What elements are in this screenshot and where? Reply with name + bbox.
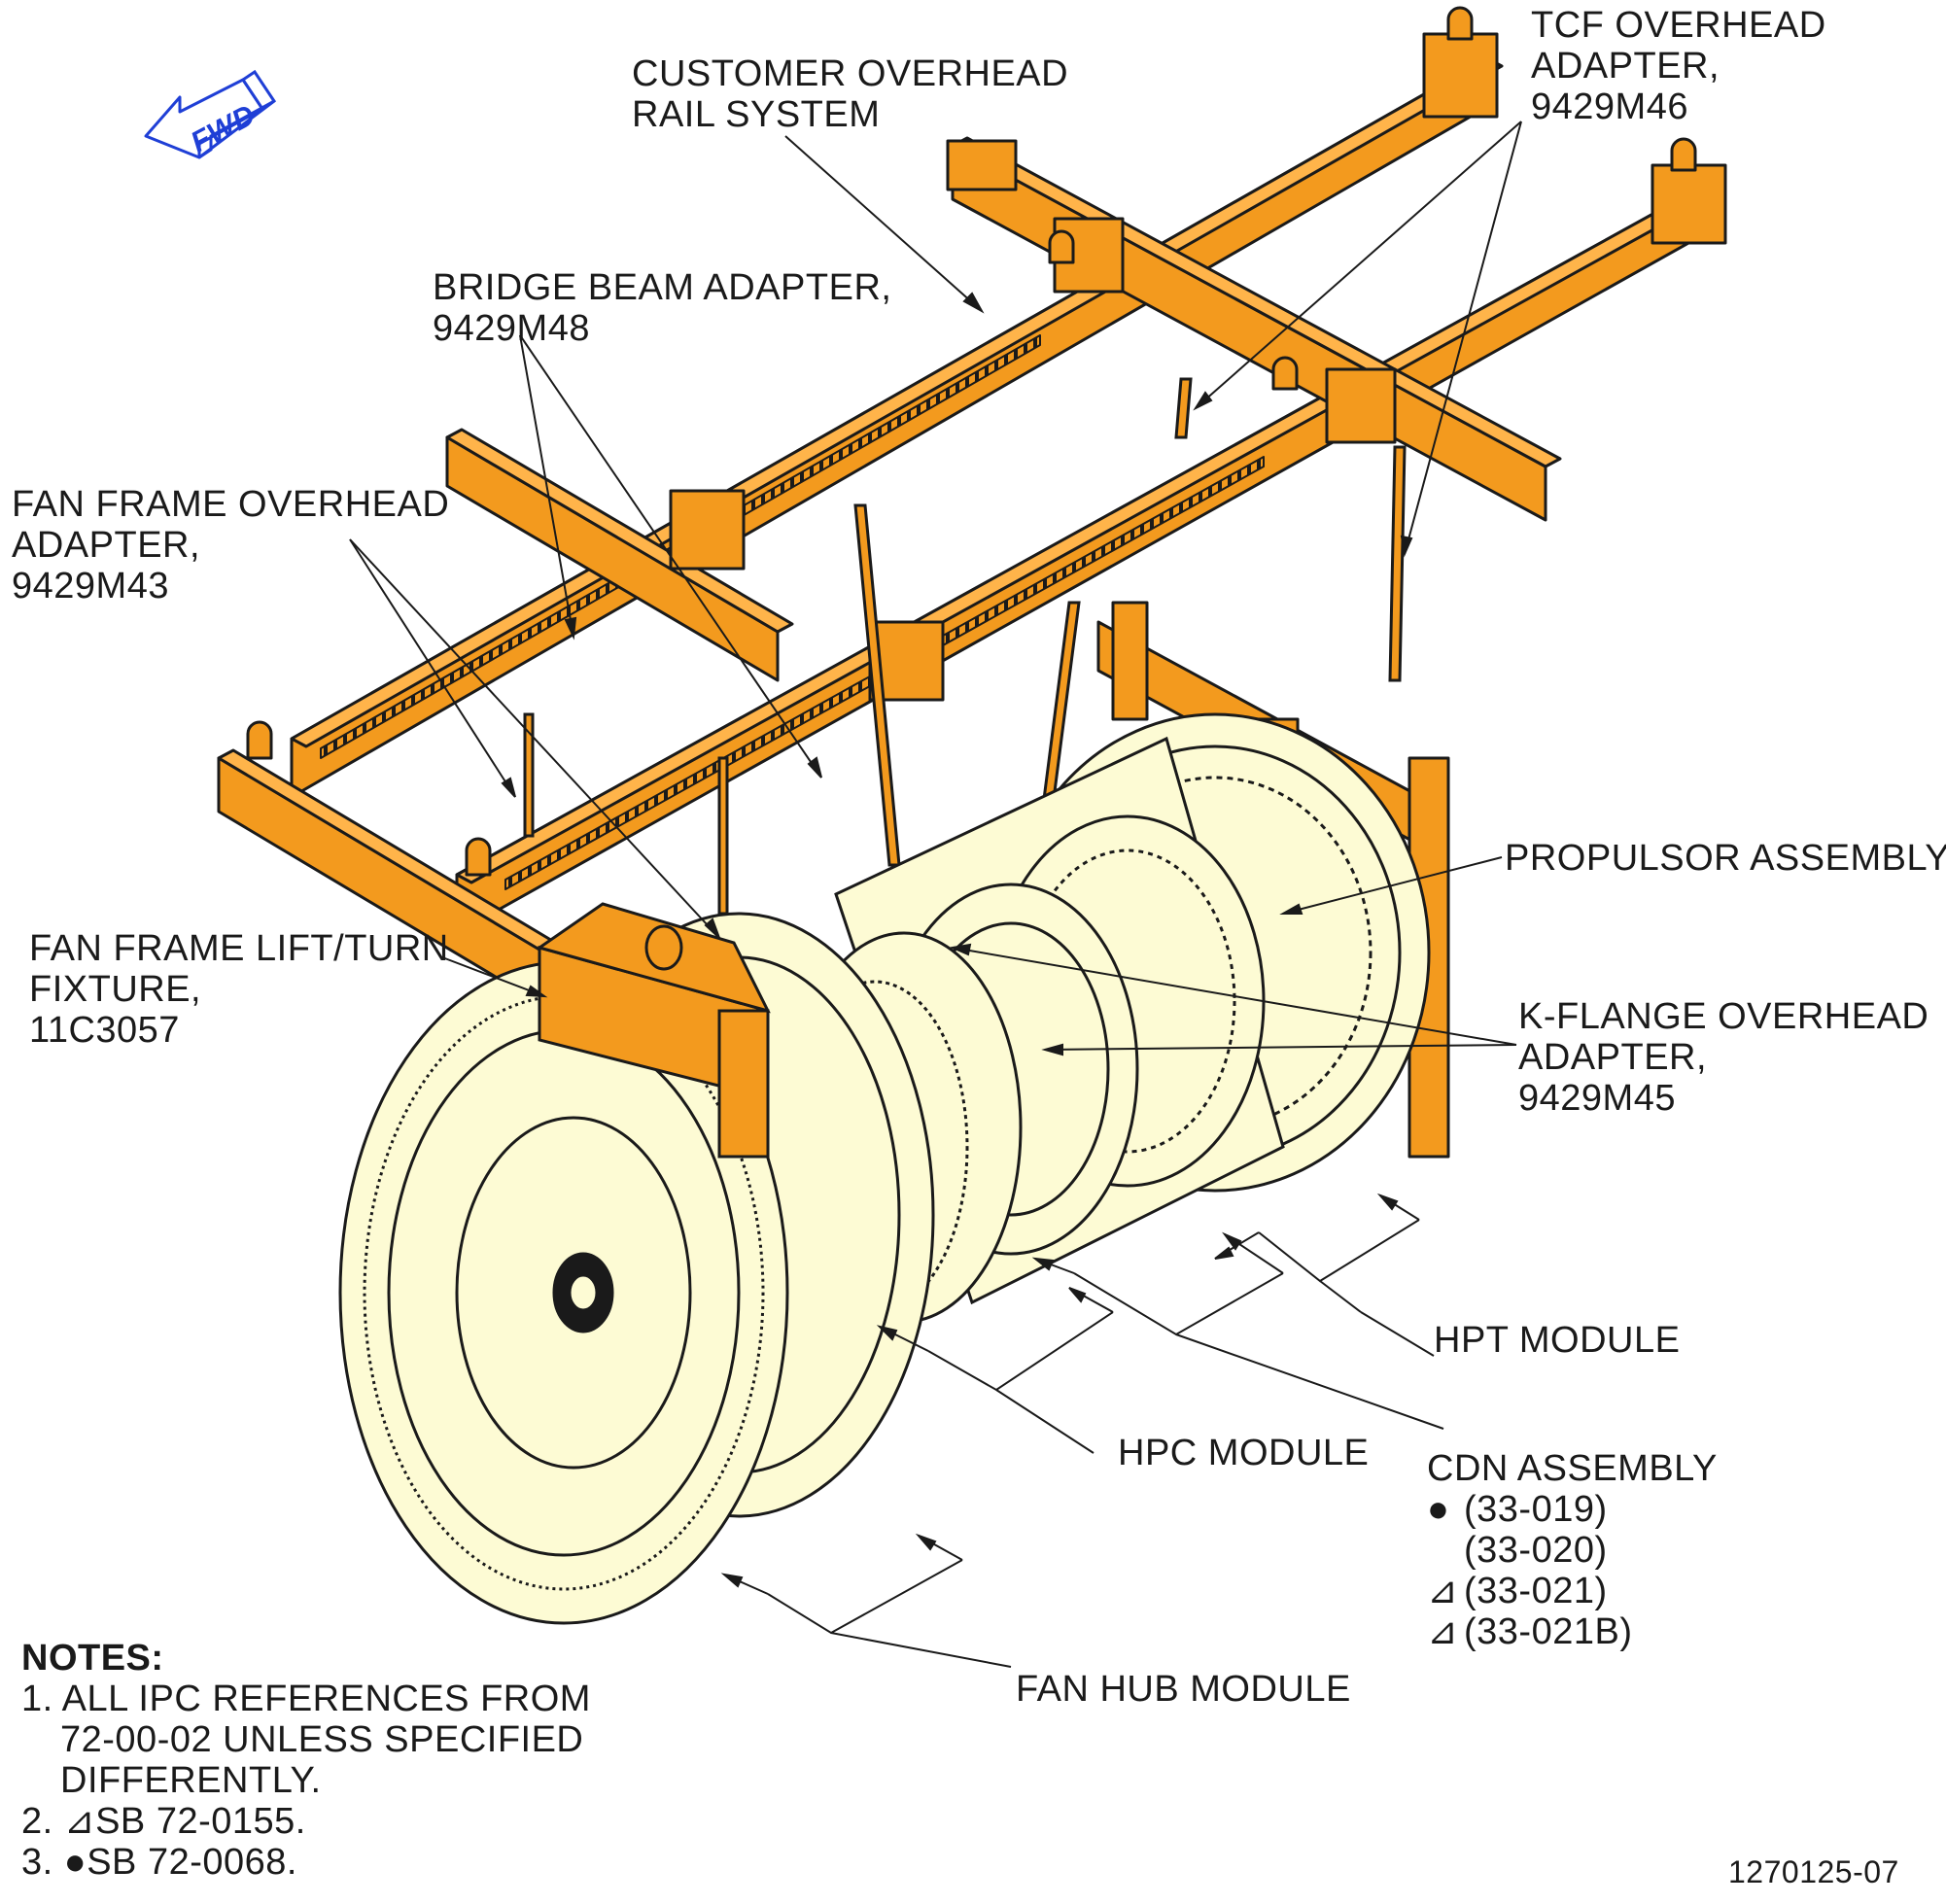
cdn-title: CDN ASSEMBLY xyxy=(1427,1448,1718,1489)
tcf-line-1: TCF OVERHEAD xyxy=(1531,5,1826,46)
customer-overhead-line-2: RAIL SYSTEM xyxy=(632,94,881,135)
fwd-arrow-icon xyxy=(144,69,277,159)
notes-block: NOTES: 1. ALL IPC REFERENCES FROM 72-00-… xyxy=(21,1638,591,1883)
k-flange-line-3: 9429M45 xyxy=(1518,1078,1676,1119)
tcf-line-2: ADAPTER, xyxy=(1531,46,1720,87)
cdn-ref-2: (33-020) xyxy=(1427,1530,1718,1571)
sb-0155-triangle-icon: ⊿ xyxy=(1427,1611,1459,1652)
figure-id: 1270125-07 xyxy=(1728,1854,1899,1889)
k-flange-overhead-adapter-label: K-FLANGE OVERHEAD ADAPTER, 9429M45 xyxy=(1518,996,1929,1119)
customer-overhead-line-1: CUSTOMER OVERHEAD xyxy=(632,53,1069,94)
bridge-beam-line-2: 9429M48 xyxy=(433,308,590,349)
hpc-module-label: HPC MODULE xyxy=(1118,1433,1370,1473)
k-flange-line-1: K-FLANGE OVERHEAD xyxy=(1518,996,1929,1037)
note-line-4: 2. ⊿SB 72-0155. xyxy=(21,1801,306,1842)
customer-overhead-rail-system xyxy=(217,6,1727,1159)
fan-frame-lift-turn-fixture-label: FAN FRAME LIFT/TURN FIXTURE, 11C3057 xyxy=(29,928,449,1051)
cdn-ref-2-text: (33-020) xyxy=(1464,1530,1608,1571)
bridge-beam-adapter-label: BRIDGE BEAM ADAPTER, 9429M48 xyxy=(433,267,891,349)
cdn-ref-3: ⊿(33-021) xyxy=(1427,1571,1718,1611)
fan-frame-lift-turn-fixture xyxy=(536,902,771,1159)
bridge-beam-line-1: BRIDGE BEAM ADAPTER, xyxy=(433,267,892,308)
note-line-2: 72-00-02 UNLESS SPECIFIED xyxy=(60,1719,584,1760)
note-line-3: DIFFERENTLY. xyxy=(60,1760,322,1801)
cdn-ref-4: ⊿(33-021B) xyxy=(1427,1611,1718,1652)
fan-frame-overhead-line-2: ADAPTER, xyxy=(12,525,201,566)
fan-frame-overhead-line-3: 9429M43 xyxy=(12,566,169,606)
cdn-ref-4-text: (33-021B) xyxy=(1464,1611,1633,1652)
sb-0068-bullet-icon: ● xyxy=(1427,1489,1450,1530)
fan-frame-lift-line-1: FAN FRAME LIFT/TURN xyxy=(29,928,449,969)
fan-frame-lift-line-2: FIXTURE, xyxy=(29,969,202,1010)
fan-frame-overhead-line-1: FAN FRAME OVERHEAD xyxy=(12,484,450,525)
note-line-5: 3. ●SB 72-0068. xyxy=(21,1842,297,1883)
fan-frame-lift-line-3: 11C3057 xyxy=(29,1010,180,1051)
sb-0155-triangle-icon: ⊿ xyxy=(1427,1571,1459,1611)
fan-hub-module-label: FAN HUB MODULE xyxy=(1016,1669,1351,1710)
cdn-ref-1-text: (33-019) xyxy=(1464,1489,1608,1530)
cdn-ref-3-text: (33-021) xyxy=(1464,1571,1608,1611)
tcf-overhead-adapter-label: TCF OVERHEAD ADAPTER, 9429M46 xyxy=(1531,5,1826,127)
hpt-module-label: HPT MODULE xyxy=(1434,1320,1681,1361)
k-flange-line-2: ADAPTER, xyxy=(1518,1037,1708,1078)
customer-overhead-rail-label: CUSTOMER OVERHEAD RAIL SYSTEM xyxy=(632,53,1068,135)
fan-frame-overhead-adapter-label: FAN FRAME OVERHEAD ADAPTER, 9429M43 xyxy=(12,484,449,606)
leader-lines xyxy=(349,121,1522,1668)
propulsor-assembly-label: PROPULSOR ASSEMBLY xyxy=(1505,838,1946,879)
cdn-ref-1: ● (33-019) xyxy=(1427,1489,1718,1530)
notes-title: NOTES: xyxy=(21,1638,164,1679)
note-line-1: 1. ALL IPC REFERENCES FROM xyxy=(21,1679,591,1719)
tcf-line-3: 9429M46 xyxy=(1531,87,1688,127)
cdn-assembly-label: CDN ASSEMBLY ● (33-019) (33-020) ⊿(33-021… xyxy=(1427,1448,1718,1652)
